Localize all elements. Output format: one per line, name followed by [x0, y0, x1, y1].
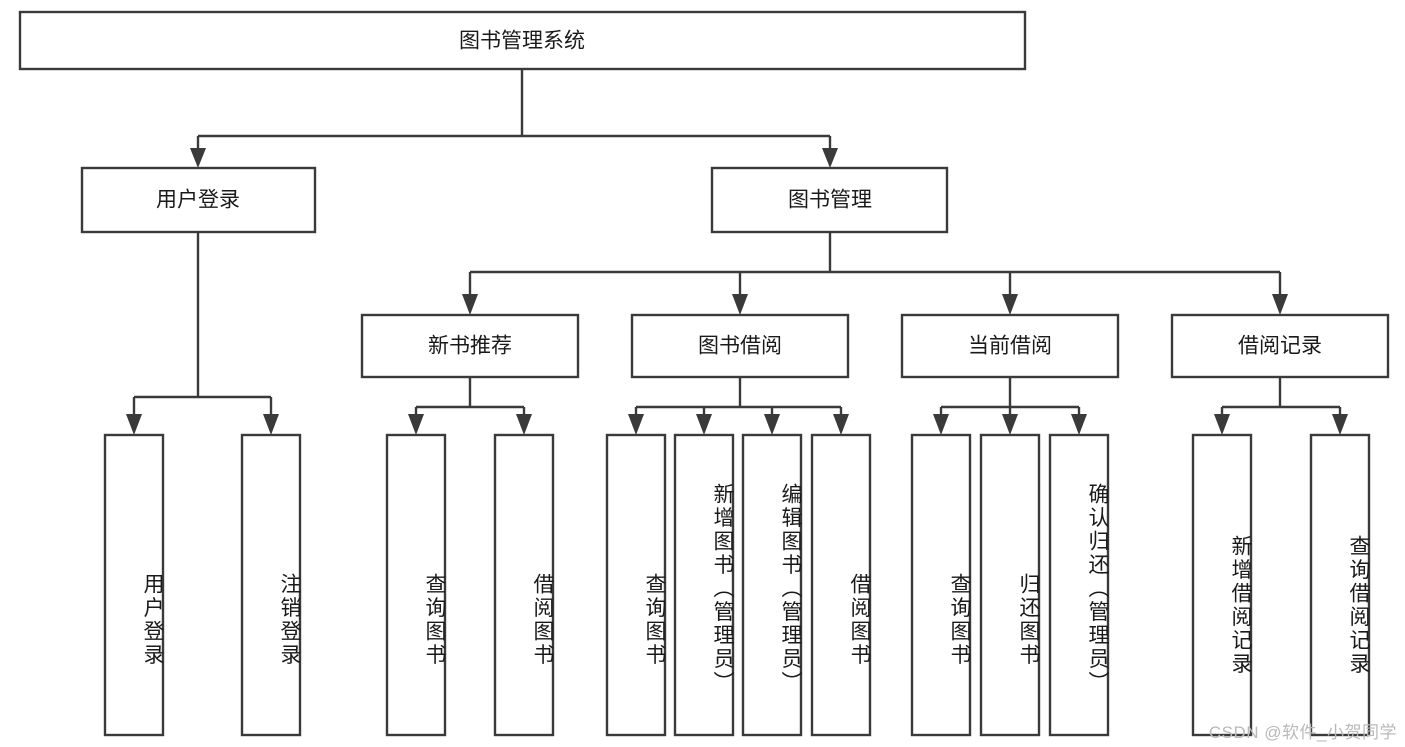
leaf-user-login[interactable]	[103, 433, 165, 737]
arrowhead-leaf-logout	[263, 414, 279, 435]
node-borrow-record[interactable]	[1170, 313, 1390, 379]
node-book-management[interactable]	[710, 166, 949, 234]
node-user-login[interactable]	[80, 166, 317, 234]
arrowhead-book-management	[822, 148, 838, 168]
arrowhead-borrow-record	[1272, 294, 1288, 315]
node-user-login-label: 用户登录	[156, 189, 240, 212]
arrowhead-current-borrow	[1002, 294, 1018, 315]
node-layer: 图书管理系统 用户登录 图书管理 新书推荐 图书借阅 当前借阅 借阅记录	[18, 10, 1390, 737]
node-borrow-record-label: 借阅记录	[1238, 335, 1322, 358]
leaf-current-confirm-return[interactable]	[1048, 433, 1110, 737]
leaf-recommend-borrow-book[interactable]	[493, 433, 555, 737]
node-current-borrow-label: 当前借阅	[968, 335, 1052, 358]
leaf-current-query-book[interactable]	[910, 433, 972, 737]
node-current-borrow[interactable]	[900, 313, 1120, 379]
arrowhead-borrow-borrow-book	[833, 414, 849, 435]
arrowhead-recommend-borrow-book	[516, 414, 532, 435]
leaf-record-add[interactable]	[1191, 433, 1253, 737]
arrowhead-borrow-add-book	[696, 414, 712, 435]
node-book-borrow[interactable]	[630, 313, 850, 379]
leaf-borrow-add-book[interactable]	[673, 433, 735, 737]
node-root-book-management-system[interactable]	[18, 10, 1027, 71]
arrowhead-book-borrow	[732, 294, 748, 315]
arrowhead-record-add	[1214, 414, 1230, 435]
leaf-borrow-borrow-book[interactable]	[810, 433, 872, 737]
arrowhead-borrow-edit-book	[764, 414, 780, 435]
leaf-recommend-query-book[interactable]	[385, 433, 447, 737]
leaf-current-return-book[interactable]	[979, 433, 1041, 737]
arrowhead-leaf-user-login	[126, 414, 142, 435]
leaf-record-query[interactable]	[1309, 433, 1371, 737]
arrowhead-borrow-query-book	[628, 414, 644, 435]
arrowhead-current-query-book	[933, 414, 949, 435]
arrowhead-new-book-recommend	[462, 294, 478, 315]
arrowhead-record-query	[1332, 414, 1348, 435]
leaf-logout[interactable]	[240, 433, 302, 737]
leaf-borrow-query-book[interactable]	[605, 433, 667, 737]
arrowhead-user-login	[190, 148, 206, 168]
node-book-borrow-label: 图书借阅	[698, 335, 782, 358]
node-new-book-recommend[interactable]	[360, 313, 580, 379]
arrowhead-recommend-query-book	[408, 414, 424, 435]
connector-layer	[126, 69, 1348, 435]
node-book-management-label: 图书管理	[788, 189, 872, 212]
node-new-book-recommend-label: 新书推荐	[428, 335, 512, 358]
watermark-csdn: CSDN @软件_小贺同学	[1208, 723, 1397, 742]
arrowhead-current-return-book	[1002, 414, 1018, 435]
leaf-borrow-edit-book[interactable]	[741, 433, 803, 737]
node-root-label: 图书管理系统	[459, 30, 585, 53]
arrowhead-current-confirm-return	[1071, 414, 1087, 435]
